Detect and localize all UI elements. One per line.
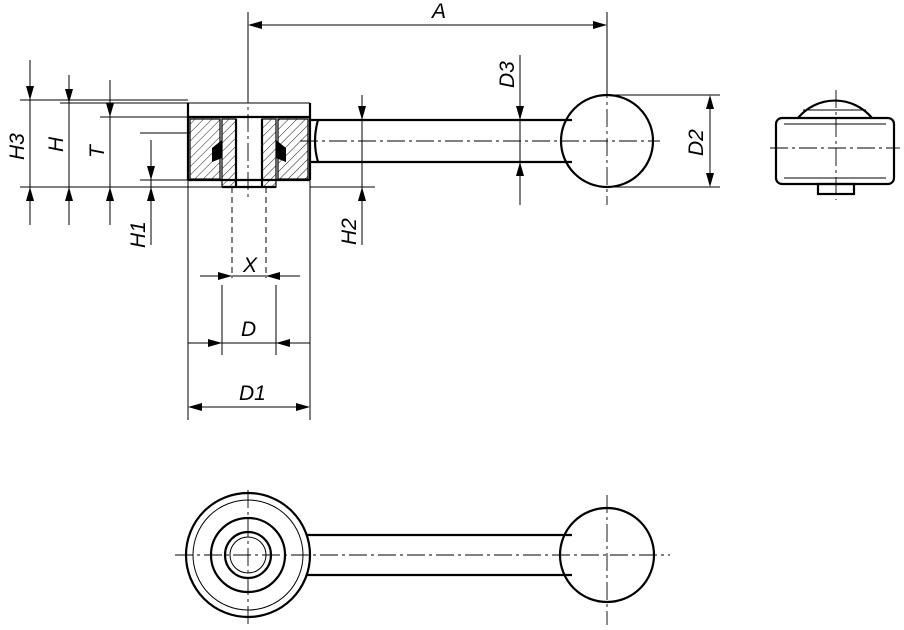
label-t: T bbox=[86, 143, 109, 158]
dimension-h2: H2 bbox=[310, 95, 375, 245]
label-d: D bbox=[241, 318, 256, 341]
top-view bbox=[175, 490, 670, 625]
ball-knob bbox=[559, 80, 655, 205]
dimension-d3: D3 bbox=[496, 55, 524, 205]
hub-body bbox=[186, 102, 312, 278]
end-view bbox=[770, 90, 900, 200]
dimension-d1: D1 bbox=[187, 285, 311, 420]
label-h2: H2 bbox=[338, 218, 361, 245]
dimension-d: D bbox=[188, 285, 310, 355]
dimension-x: X bbox=[187, 180, 311, 285]
label-h1: H1 bbox=[127, 221, 150, 248]
label-a: A bbox=[430, 0, 446, 23]
lever-arm bbox=[300, 118, 660, 164]
label-h: H bbox=[45, 136, 68, 152]
side-section-view: A D3 D2 H2 bbox=[6, 0, 720, 420]
label-d2: D2 bbox=[685, 129, 708, 156]
label-x: X bbox=[242, 254, 258, 277]
dimension-h1: H1 bbox=[127, 132, 190, 248]
label-d1: D1 bbox=[239, 382, 266, 405]
dimension-t: T bbox=[86, 80, 188, 225]
dimension-d2: D2 bbox=[612, 94, 720, 188]
dimension-h: H bbox=[45, 75, 188, 225]
dimension-a: A bbox=[247, 0, 608, 100]
label-h3: H3 bbox=[6, 133, 29, 160]
label-d3: D3 bbox=[496, 61, 519, 88]
